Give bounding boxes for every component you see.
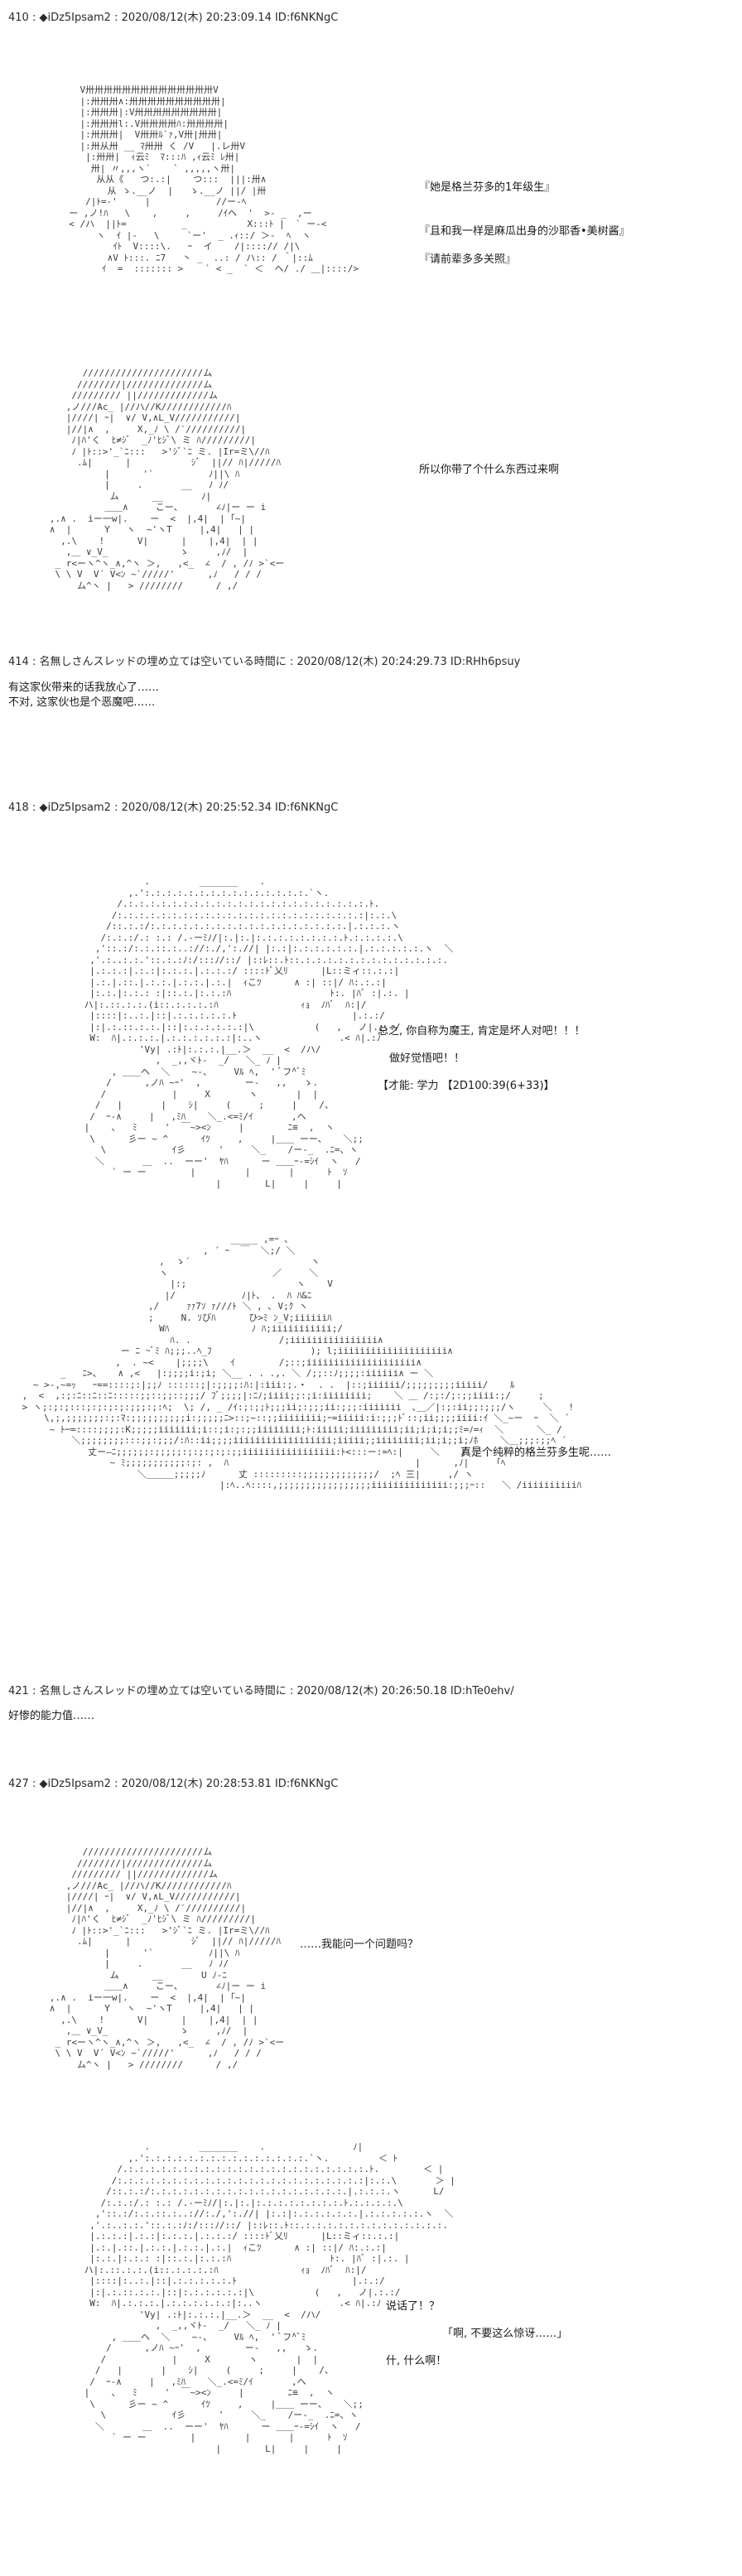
dialogue-line: 什, 什么啊！: [386, 2355, 447, 2367]
post-header-410: 410 : ◆iDz5Ipsam2 : 2020/08/12(木) 20:23:…: [8, 12, 339, 24]
post-header-421: 421 : 名無しさんスレッドの埋め立ては空いている時間に : 2020/08/…: [8, 1685, 514, 1697]
dialogue-line: 总之, 你自称为魔王, 肯定是坏人对吧！！！: [378, 1025, 585, 1038]
ascii-art-girl-portrait-2: . _______ . ﾉ| ,.':.:.:.:.:.:.:.:.:.:.:.…: [84, 2141, 455, 2454]
dialogue-line: ……我能问一个问题吗？: [300, 1938, 419, 1951]
reply-line: 不对, 这家伙也是个恶魔吧……: [8, 696, 156, 709]
reply-line: 好惨的能力值……: [8, 1710, 95, 1722]
dialogue-line: 『且和我一样是麻瓜出身的沙耶香•美树酱』: [419, 225, 630, 238]
ascii-art-sheriff-head: V卅卅卅卅卅卅卅卅卅卅卅卅卅卅V |:卅卅卅∧:卅卅卅卅卅卅卅卅卅卅| |:卅卅…: [69, 84, 359, 274]
dialogue-line: 『她是格兰芬多的1年级生』: [419, 181, 556, 194]
ascii-art-girl-portrait: . _______ . ,.':.:.:.:.:.:.:.:.:.:.:.:.:…: [84, 876, 454, 1189]
post-header-427: 427 : ◆iDz5Ipsam2 : 2020/08/12(木) 20:28:…: [8, 1778, 339, 1790]
dialogue-line: 『请前辈多多关照』: [419, 253, 517, 266]
dialogue-line: 做好觉悟吧！！: [389, 1052, 465, 1065]
ascii-art-lying-character: _____ ,=ｰ ､ , ´ ｰ ￣ ＼;/ ＼ , ゝ´ ヽ ヽ ／ ＼ |: [22, 1234, 582, 1490]
post-header-418: 418 : ◆iDz5Ipsam2 : 2020/08/12(木) 20:25:…: [8, 802, 339, 814]
dialogue-line: 真是个纯粹的格兰芬多生呢……: [460, 1447, 612, 1459]
dialogue-line: 【才能: 学力 【2D100:39(6+33)】: [378, 1080, 555, 1092]
dialogue-line: 所以你带了个什么东西过来啊: [419, 464, 560, 476]
dialogue-line: 「啊, 不要这么惊讶……」: [442, 2328, 568, 2340]
ascii-art-caped-figure: //////////////////////ム ////////|///////…: [49, 368, 285, 591]
ascii-art-caped-figure-2: //////////////////////ム ////////|///////…: [49, 1847, 285, 2070]
dialogue-line: 说话了！？: [386, 2300, 441, 2313]
reply-line: 有这家伙带来的话我放心了……: [8, 681, 160, 694]
post-header-414: 414 : 名無しさんスレッドの埋め立ては空いている時間に : 2020/08/…: [8, 656, 521, 668]
